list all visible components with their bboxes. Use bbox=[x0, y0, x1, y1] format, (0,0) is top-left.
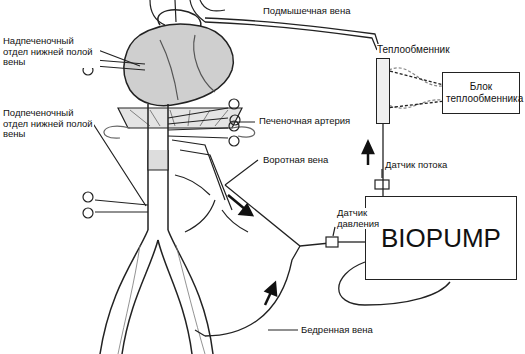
pump-name: BIOPUMP bbox=[381, 223, 501, 253]
vein-label: Воротная вена bbox=[262, 155, 329, 166]
vein-section-label: Надпеченочный отдел нижней полой вены bbox=[2, 36, 100, 68]
vein-label: Подмышечная вена bbox=[262, 6, 351, 17]
node-label: Теплообменник bbox=[377, 44, 450, 56]
node-label: Блок теплообменника bbox=[446, 81, 516, 105]
coolant-hose bbox=[390, 101, 442, 107]
artery-label: Печеночная артерия bbox=[258, 116, 351, 127]
coolant-hose bbox=[390, 71, 442, 84]
sensor-label: Датчик потока bbox=[384, 160, 448, 171]
heat-exchanger: Теплообменник bbox=[376, 58, 390, 124]
heat-exchanger-unit: Блок теплообменника bbox=[442, 72, 520, 114]
sensor-label: Датчик давления bbox=[336, 208, 398, 229]
vein-label: Бедренная вена bbox=[300, 325, 374, 336]
vein-section-label: Подпеченочный отдел нижней полой вены bbox=[2, 108, 94, 140]
